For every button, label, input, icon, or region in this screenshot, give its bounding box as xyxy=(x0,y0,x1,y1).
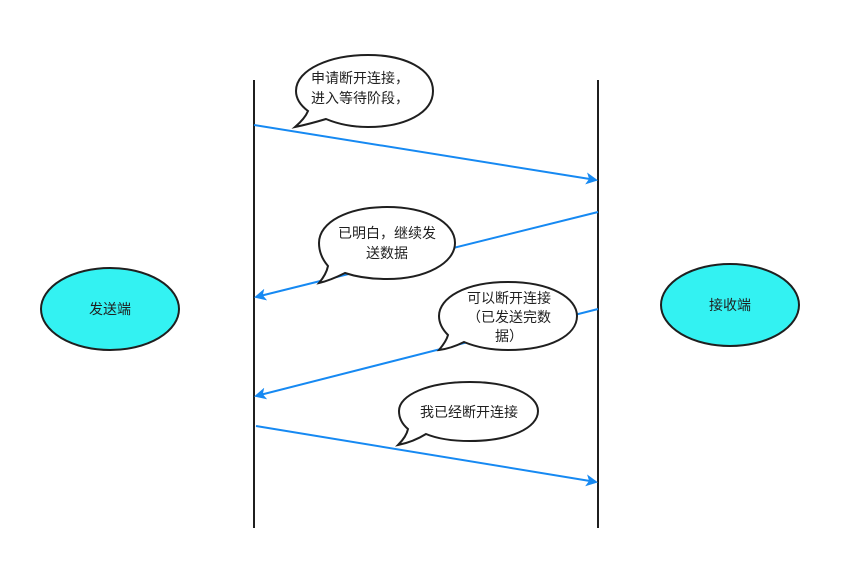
message-arrow-1 xyxy=(253,124,598,185)
speech-bubble-text-line: 进入等待阶段， xyxy=(311,90,409,107)
speech-bubble-text-line: 申请断开连接， xyxy=(311,70,409,87)
speech-bubble-shape xyxy=(394,380,540,447)
speech-bubble-3: 可以断开连接 （已发送完数 据） xyxy=(436,280,579,352)
receiver-label: 接收端 xyxy=(709,297,751,314)
speech-bubble-1: 申请断开连接， 进入等待阶段， xyxy=(291,53,435,129)
speech-bubble-4: 我已经断开连接 xyxy=(394,380,540,447)
message-arrow-4 xyxy=(255,425,598,487)
speech-bubble-text-line: 我已经断开连接 xyxy=(420,404,518,421)
sender-node: 发送端 xyxy=(40,267,180,351)
speech-bubble-2: 已明白，继续发 送数据 xyxy=(316,205,457,285)
speech-bubble-text-line: 送数据 xyxy=(366,246,408,262)
speech-bubble-text-line: 可以断开连接 xyxy=(467,290,551,307)
receiver-node: 接收端 xyxy=(660,263,800,347)
sender-ellipse xyxy=(40,267,180,351)
speech-bubble-text-line: （已发送完数 xyxy=(467,310,551,326)
speech-bubble-text-line: 据） xyxy=(495,329,523,345)
speech-bubble-text-line: 已明白，继续发 xyxy=(338,225,436,242)
speech-bubble-shape xyxy=(436,280,579,352)
sender-label: 发送端 xyxy=(89,302,131,318)
speech-bubble-shape xyxy=(291,53,435,129)
receiver-ellipse xyxy=(660,263,800,347)
speech-bubble-shape xyxy=(316,205,457,285)
